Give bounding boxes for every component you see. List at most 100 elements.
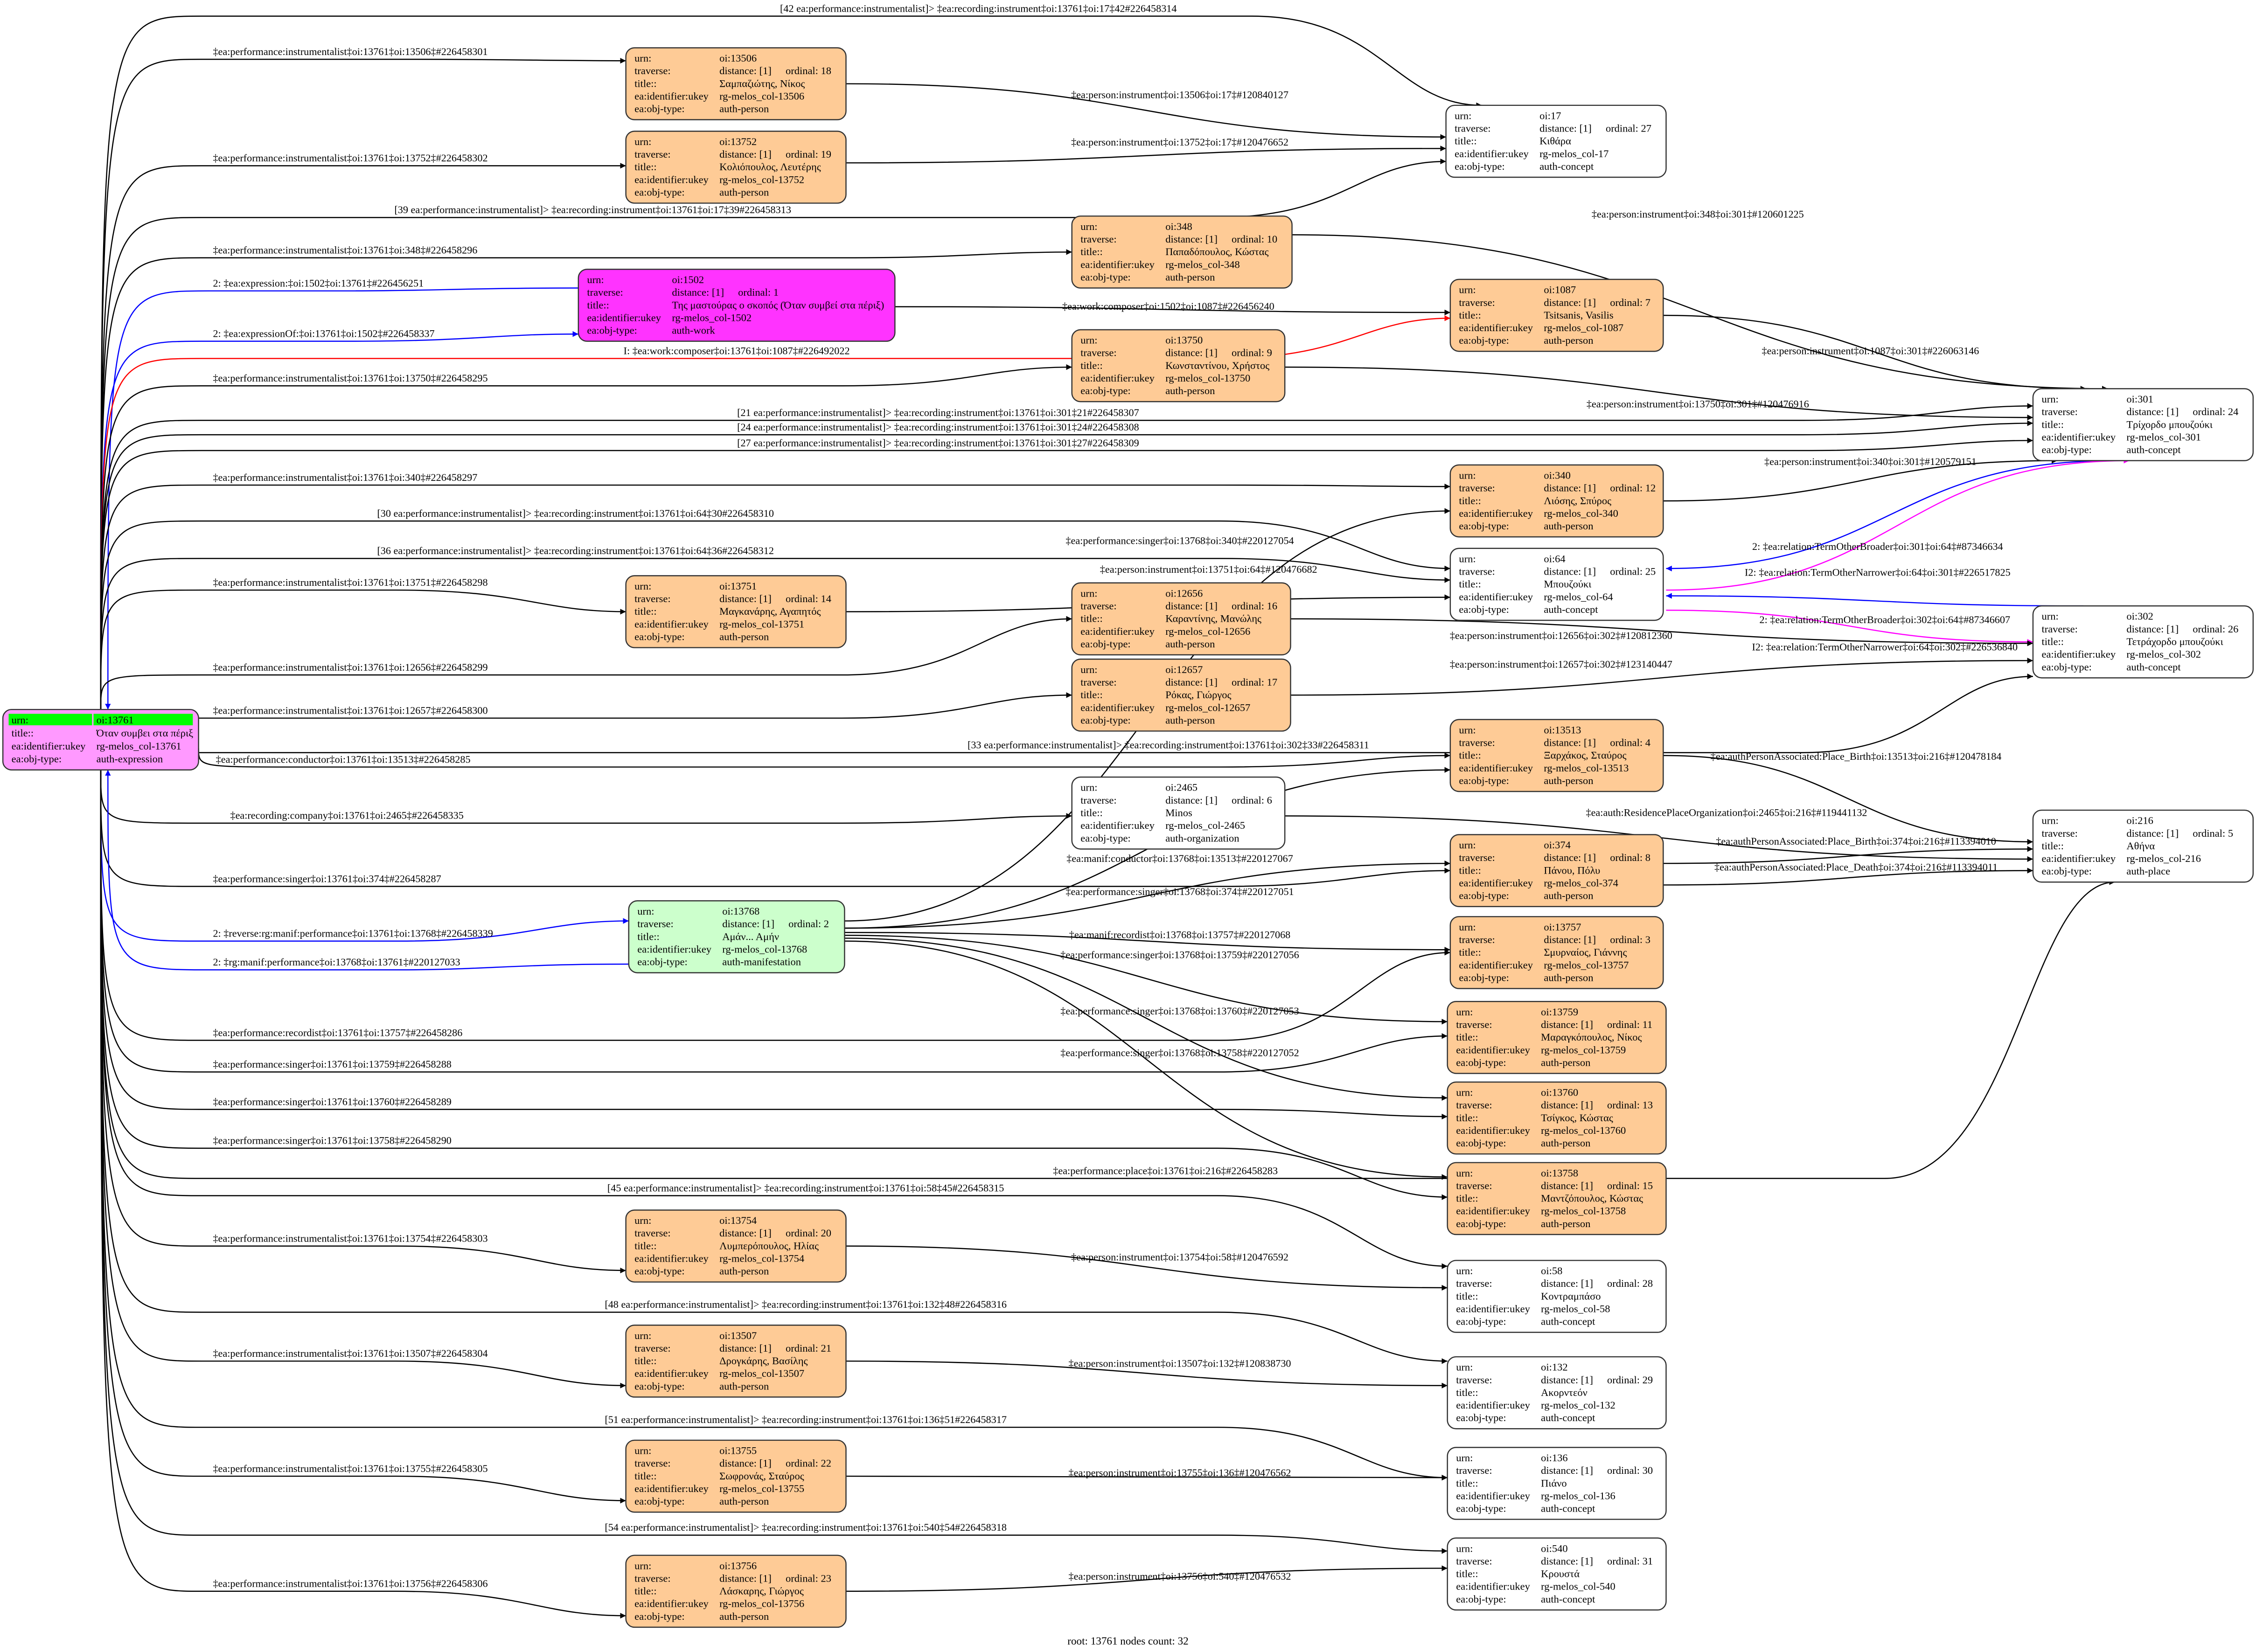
edge-label: ‡ea:performance:instrumentalist‡oi:13761… <box>213 576 487 588</box>
node-ukey: rg-melos_col-302 <box>2126 648 2201 660</box>
node-distance: distance: [1] <box>1541 1180 1593 1191</box>
node-title: Μαραγκόπουλος, Νίκος <box>1541 1031 1642 1043</box>
node-field-label: ea:identifier:ukey <box>1459 762 1533 774</box>
node-field-label: ea:identifier:ukey <box>1456 1303 1530 1314</box>
edge-label: ‡ea:performance:singer‡oi:13761‡oi:374‡#… <box>213 873 441 884</box>
node-box <box>625 575 847 648</box>
node-distance: distance: [1] <box>1544 934 1596 945</box>
node-urn: oi:540 <box>1541 1542 1568 1554</box>
node-field-label: title:: <box>634 77 657 89</box>
node-box <box>2032 809 2254 883</box>
node-field-label: ea:obj-type: <box>1080 714 1130 726</box>
edge-label: [48 ea:performance:instrumentalist]> ‡ea… <box>605 1298 1007 1310</box>
node-field-label: ea:identifier:ukey <box>634 90 709 102</box>
node-title: Τετράχορδο μπουζούκι <box>2126 636 2223 647</box>
edge-path <box>895 306 1450 316</box>
node-type: auth-work <box>672 325 715 336</box>
node-box <box>1449 278 1664 352</box>
node-field-label: ea:identifier:ukey <box>2041 648 2116 660</box>
node-field-label: urn: <box>1459 284 1476 296</box>
node-distance: distance: [1] <box>1165 233 1218 245</box>
node-type: auth-concept <box>1544 604 1598 615</box>
node-ukey: rg-melos_col-64 <box>1544 591 1613 603</box>
node-field-label: traverse: <box>587 286 623 298</box>
node-field-label: ea:identifier:ukey <box>1459 322 1533 333</box>
edge-label: ‡ea:performance:singer‡oi:13768‡oi:13760… <box>1060 1005 1299 1017</box>
node-field-label: urn: <box>2041 393 2058 405</box>
node-title: Minos <box>1165 807 1192 819</box>
node-title: Λάσκαρης, Γιώργος <box>719 1585 804 1597</box>
node-box <box>1071 582 1291 656</box>
node-distance: distance: [1] <box>719 65 772 76</box>
node-field-label: title:: <box>1456 1290 1478 1302</box>
node-ukey: rg-melos_col-13750 <box>1165 372 1250 384</box>
node-field-label: traverse: <box>1080 233 1116 245</box>
node-field-label: traverse: <box>1080 676 1116 688</box>
node-ordinal: ordinal: 2 <box>788 918 829 930</box>
edge-path <box>100 770 629 942</box>
node-box <box>1447 1356 1667 1430</box>
node-field-label: urn: <box>1459 553 1476 564</box>
node-title: Τσίγκος, Κώστας <box>1541 1112 1613 1124</box>
edge-path <box>100 364 1072 710</box>
edge-label: ‡ea:manif:conductor‡oi:13768‡oi:13513‡#2… <box>1066 853 1293 864</box>
edge-label: ‡ea:authPersonAssociated:Place_Birth‡oi:… <box>1711 750 2002 762</box>
node-field-label: title:: <box>2041 636 2064 647</box>
node-field-label: ea:obj-type: <box>1456 1056 1506 1068</box>
edge-path <box>100 315 1450 710</box>
node-field-label: ea:obj-type: <box>1455 160 1504 172</box>
edge-path <box>846 83 1446 140</box>
node-ukey: rg-melos_col-301 <box>2126 431 2201 443</box>
edge-label: ‡ea:performance:singer‡oi:13761‡oi:13759… <box>213 1058 451 1070</box>
node-field-label: traverse: <box>1459 934 1495 945</box>
node-type: auth-person <box>1541 1218 1590 1229</box>
node-field-label: ea:obj-type: <box>1459 775 1509 786</box>
node-ukey: rg-melos_col-13761 <box>97 740 181 752</box>
node-urn: oi:13756 <box>719 1560 757 1571</box>
edge-label: [27 ea:performance:instrumentalist]> ‡ea… <box>737 437 1139 449</box>
edge-path <box>100 770 2115 1179</box>
node-title: Tsitsanis, Vasilis <box>1544 309 1613 321</box>
node-field-label: ea:obj-type: <box>1080 385 1130 396</box>
node-distance: distance: [1] <box>1544 297 1596 308</box>
node-field-label: traverse: <box>1455 123 1490 134</box>
node-field-label: title:: <box>1456 1112 1478 1124</box>
node-distance: distance: [1] <box>1541 1099 1593 1111</box>
node-type: auth-place <box>2126 865 2170 877</box>
edge-label: ‡ea:performance:singer‡oi:13768‡oi:13758… <box>1060 1047 1299 1058</box>
edge-label: I2: ‡ea:relation:TermOtherNarrower‡oi:64… <box>1745 566 2011 578</box>
node-field-label: title:: <box>1459 309 1481 321</box>
node-field-label: ea:obj-type: <box>1080 638 1130 650</box>
edge-label: ‡ea:performance:place‡oi:13761‡oi:216‡#2… <box>1053 1165 1278 1176</box>
node-box <box>1449 464 1664 538</box>
node-type: auth-manifestation <box>722 956 801 968</box>
node-field-label: traverse: <box>1459 852 1495 863</box>
node-urn: oi:216 <box>2126 815 2153 826</box>
node-distance: distance: [1] <box>719 1227 772 1239</box>
node-ordinal: ordinal: 9 <box>1232 347 1272 359</box>
node-ordinal: ordinal: 17 <box>1232 676 1277 688</box>
node-field-label: traverse: <box>2041 827 2077 839</box>
edge-label: ‡ea:recording:company‡oi:13761‡oi:2465‡#… <box>230 810 463 821</box>
node-ordinal: ordinal: 16 <box>1232 600 1277 612</box>
node-field-label: traverse: <box>1459 737 1495 749</box>
edge-path <box>100 558 1450 710</box>
node-field-label: urn: <box>1455 110 1471 121</box>
edge-path <box>100 770 1448 1120</box>
node-field-label: ea:obj-type: <box>1459 334 1509 346</box>
node-urn: oi:64 <box>1544 553 1565 564</box>
node-field-label: title:: <box>1459 578 1481 590</box>
node-title: Μαγκανάρης, Αγαπητός <box>719 605 821 617</box>
node-ukey: rg-melos_col-13757 <box>1544 959 1629 971</box>
node-field-label: title:: <box>1459 495 1481 507</box>
edge-label: [30 ea:performance:instrumentalist]> ‡ea… <box>377 507 774 519</box>
edge-path <box>1285 366 2033 421</box>
edge-label: I2: ‡ea:relation:TermOtherNarrower‡oi:64… <box>1752 641 2018 653</box>
node-urn: oi:13760 <box>1541 1087 1578 1098</box>
node-ukey: rg-melos_col-17 <box>1539 148 1608 160</box>
node-field-label: ea:identifier:ukey <box>12 740 86 752</box>
node-field-label: urn: <box>1080 664 1097 675</box>
